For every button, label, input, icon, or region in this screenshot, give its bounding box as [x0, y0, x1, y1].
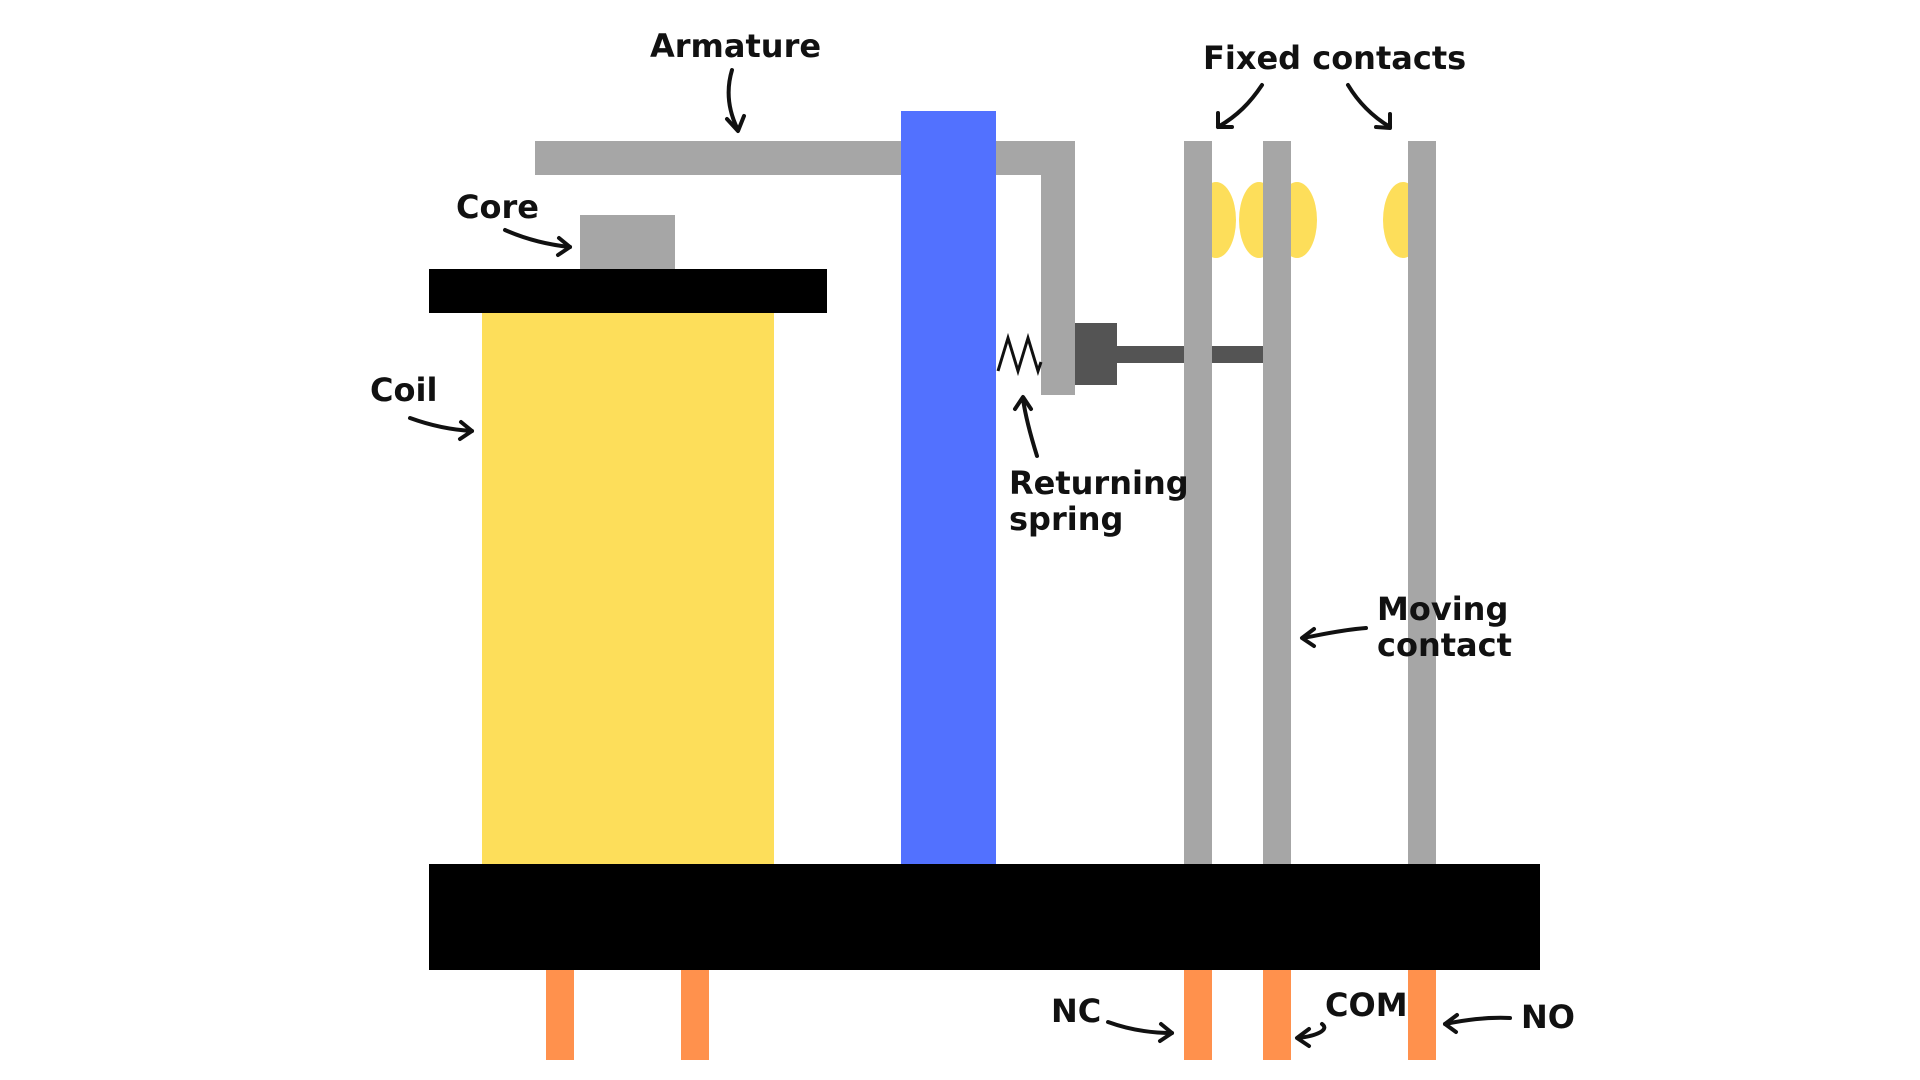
no-pin: [1408, 970, 1436, 1060]
label-moving-contact-line1: Moving: [1377, 590, 1508, 628]
label-com: COM: [1325, 986, 1408, 1024]
label-returning-spring-line2: spring: [1009, 500, 1123, 538]
label-returning-spring-line1: Returning: [1009, 464, 1189, 502]
label-no: NO: [1521, 998, 1575, 1036]
yoke: [901, 111, 996, 864]
no-fixed-contact: [1408, 141, 1436, 864]
arrow-no: [1443, 1013, 1512, 1034]
armature-arm: [1041, 141, 1075, 395]
arrow-nc: [1106, 1020, 1174, 1043]
label-coil: Coil: [370, 371, 437, 409]
arrow-com: [1295, 1022, 1327, 1048]
coil-top-plate: [429, 269, 827, 313]
nc-pin: [1184, 970, 1212, 1060]
label-armature: Armature: [650, 27, 821, 65]
arrow-fixed-contact-no: [1346, 83, 1392, 130]
arrow-fixed-contact-nc: [1216, 83, 1264, 129]
com-pin: [1263, 970, 1291, 1060]
moving-contact: [1263, 141, 1291, 864]
relay-base: [429, 864, 1540, 970]
label-nc: NC: [1051, 992, 1101, 1030]
coil-pin-right: [681, 970, 709, 1060]
coil: [482, 312, 774, 864]
arrow-moving-contact: [1300, 626, 1368, 648]
actuator-block: [1075, 323, 1117, 385]
returning-spring: [996, 332, 1043, 377]
label-moving-contact-line2: contact: [1377, 626, 1512, 664]
arrow-coil: [408, 416, 474, 441]
arrow-core: [503, 228, 572, 257]
core: [580, 215, 675, 269]
arrow-returning-spring: [1013, 395, 1039, 458]
label-core: Core: [456, 188, 539, 226]
nc-fixed-contact: [1184, 141, 1212, 864]
arrow-armature: [725, 68, 746, 133]
label-fixed-contacts: Fixed contacts: [1203, 39, 1466, 77]
coil-pin-left: [546, 970, 574, 1060]
